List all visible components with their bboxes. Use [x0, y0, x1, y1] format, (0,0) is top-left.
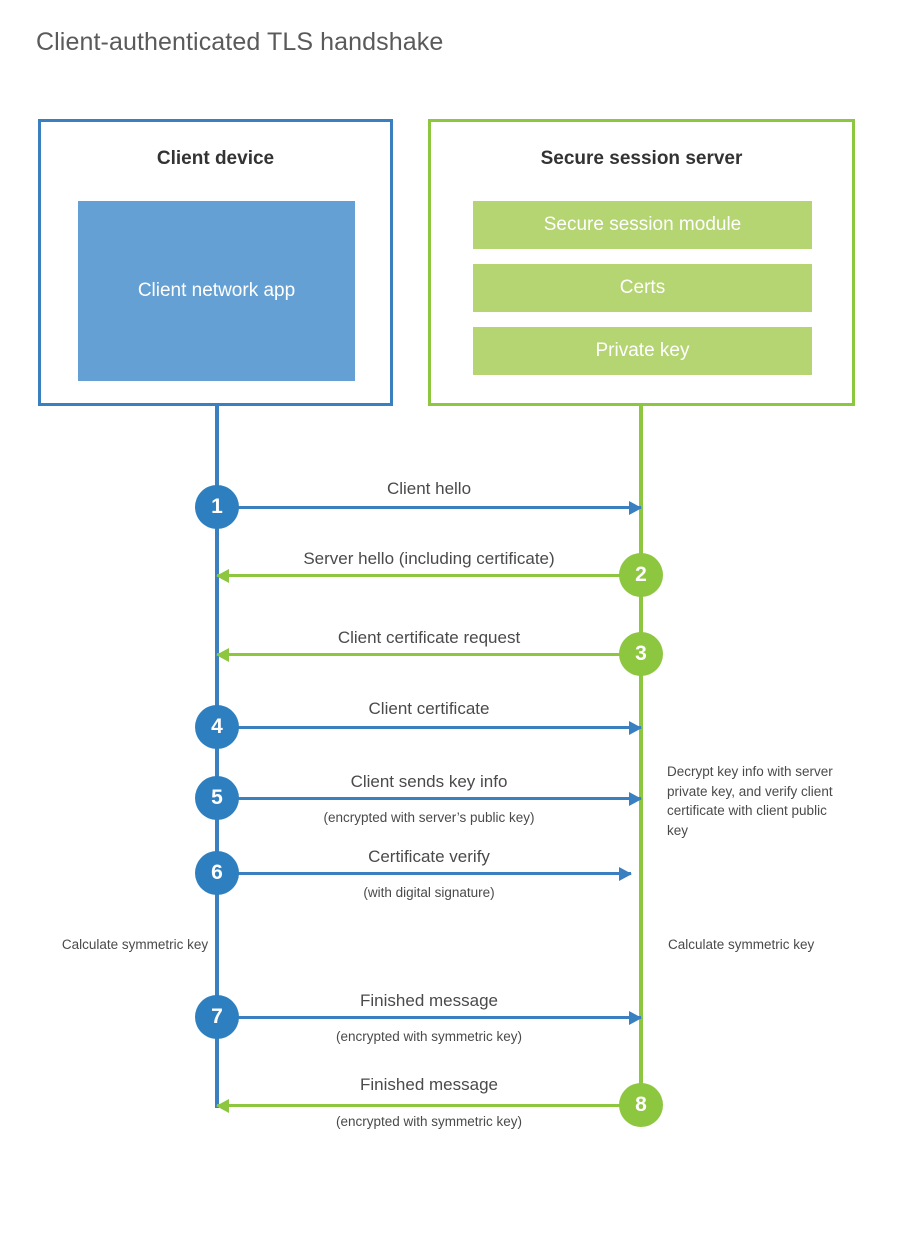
arrowhead-icon [629, 791, 642, 806]
arrow-step-3 [216, 647, 641, 662]
step-circle-7: 7 [195, 995, 239, 1039]
client-device-title: Client device [156, 148, 275, 169]
label-step-3: Client certificate request [337, 628, 521, 647]
client-network-app-block: Client network app [78, 201, 355, 381]
label-step-8: Finished message [360, 1075, 498, 1094]
label-step-6: Certificate verify [368, 847, 490, 866]
step-circle-8: 8 [619, 1083, 663, 1127]
arrow-step-6 [217, 866, 632, 881]
label-step-2: Server hello (including certificate) [303, 549, 555, 568]
arrowhead-icon [216, 568, 229, 583]
server-title: Secure session server [540, 148, 743, 169]
label-step-7: Finished message [360, 991, 498, 1010]
arrowhead-icon [629, 720, 642, 735]
arrowhead-icon [619, 866, 632, 881]
arrowhead-icon [629, 500, 642, 515]
arrow-step-7 [217, 1010, 642, 1025]
server-block-secure-session-module: Secure session module [473, 201, 812, 249]
client-lifeline [215, 403, 219, 1108]
arrow-step-2 [216, 568, 641, 583]
arrowhead-icon [216, 1098, 229, 1113]
label-step-1: Client hello [386, 479, 472, 498]
secure-session-server-box: Secure session server Secure session mod… [428, 119, 855, 406]
step-circle-6: 6 [195, 851, 239, 895]
annotation-decrypt-key-info: Decrypt key info with server private key… [667, 764, 833, 838]
sublabel-step-6: (with digital signature) [363, 885, 495, 900]
sublabel-step-7: (encrypted with symmetric key) [335, 1029, 523, 1044]
sublabel-step-8: (encrypted with symmetric key) [335, 1114, 523, 1129]
arrowhead-icon [216, 647, 229, 662]
step-circle-4: 4 [195, 705, 239, 749]
annotation-calculate-symmetric-key-client: Calculate symmetric key [61, 937, 209, 952]
server-block-certs: Certs [473, 264, 812, 312]
step-circle-2: 2 [619, 553, 663, 597]
arrow-step-8 [216, 1098, 641, 1113]
label-step-4: Client certificate [368, 699, 490, 718]
arrow-step-4 [217, 720, 642, 735]
client-device-box: Client device Client network app [38, 119, 393, 406]
arrow-step-1 [217, 500, 642, 515]
label-step-5: Client sends key info [350, 772, 508, 791]
server-lifeline [639, 403, 643, 1108]
page-title: Client-authenticated TLS handshake [36, 28, 444, 56]
sublabel-step-5: (encrypted with server’s public key) [323, 810, 535, 825]
step-circle-5: 5 [195, 776, 239, 820]
annotation-calculate-symmetric-key-server: Calculate symmetric key [668, 937, 815, 952]
step-circle-3: 3 [619, 632, 663, 676]
arrow-step-5 [217, 791, 642, 806]
arrowhead-icon [629, 1010, 642, 1025]
step-circle-1: 1 [195, 485, 239, 529]
server-block-private-key: Private key [473, 327, 812, 375]
